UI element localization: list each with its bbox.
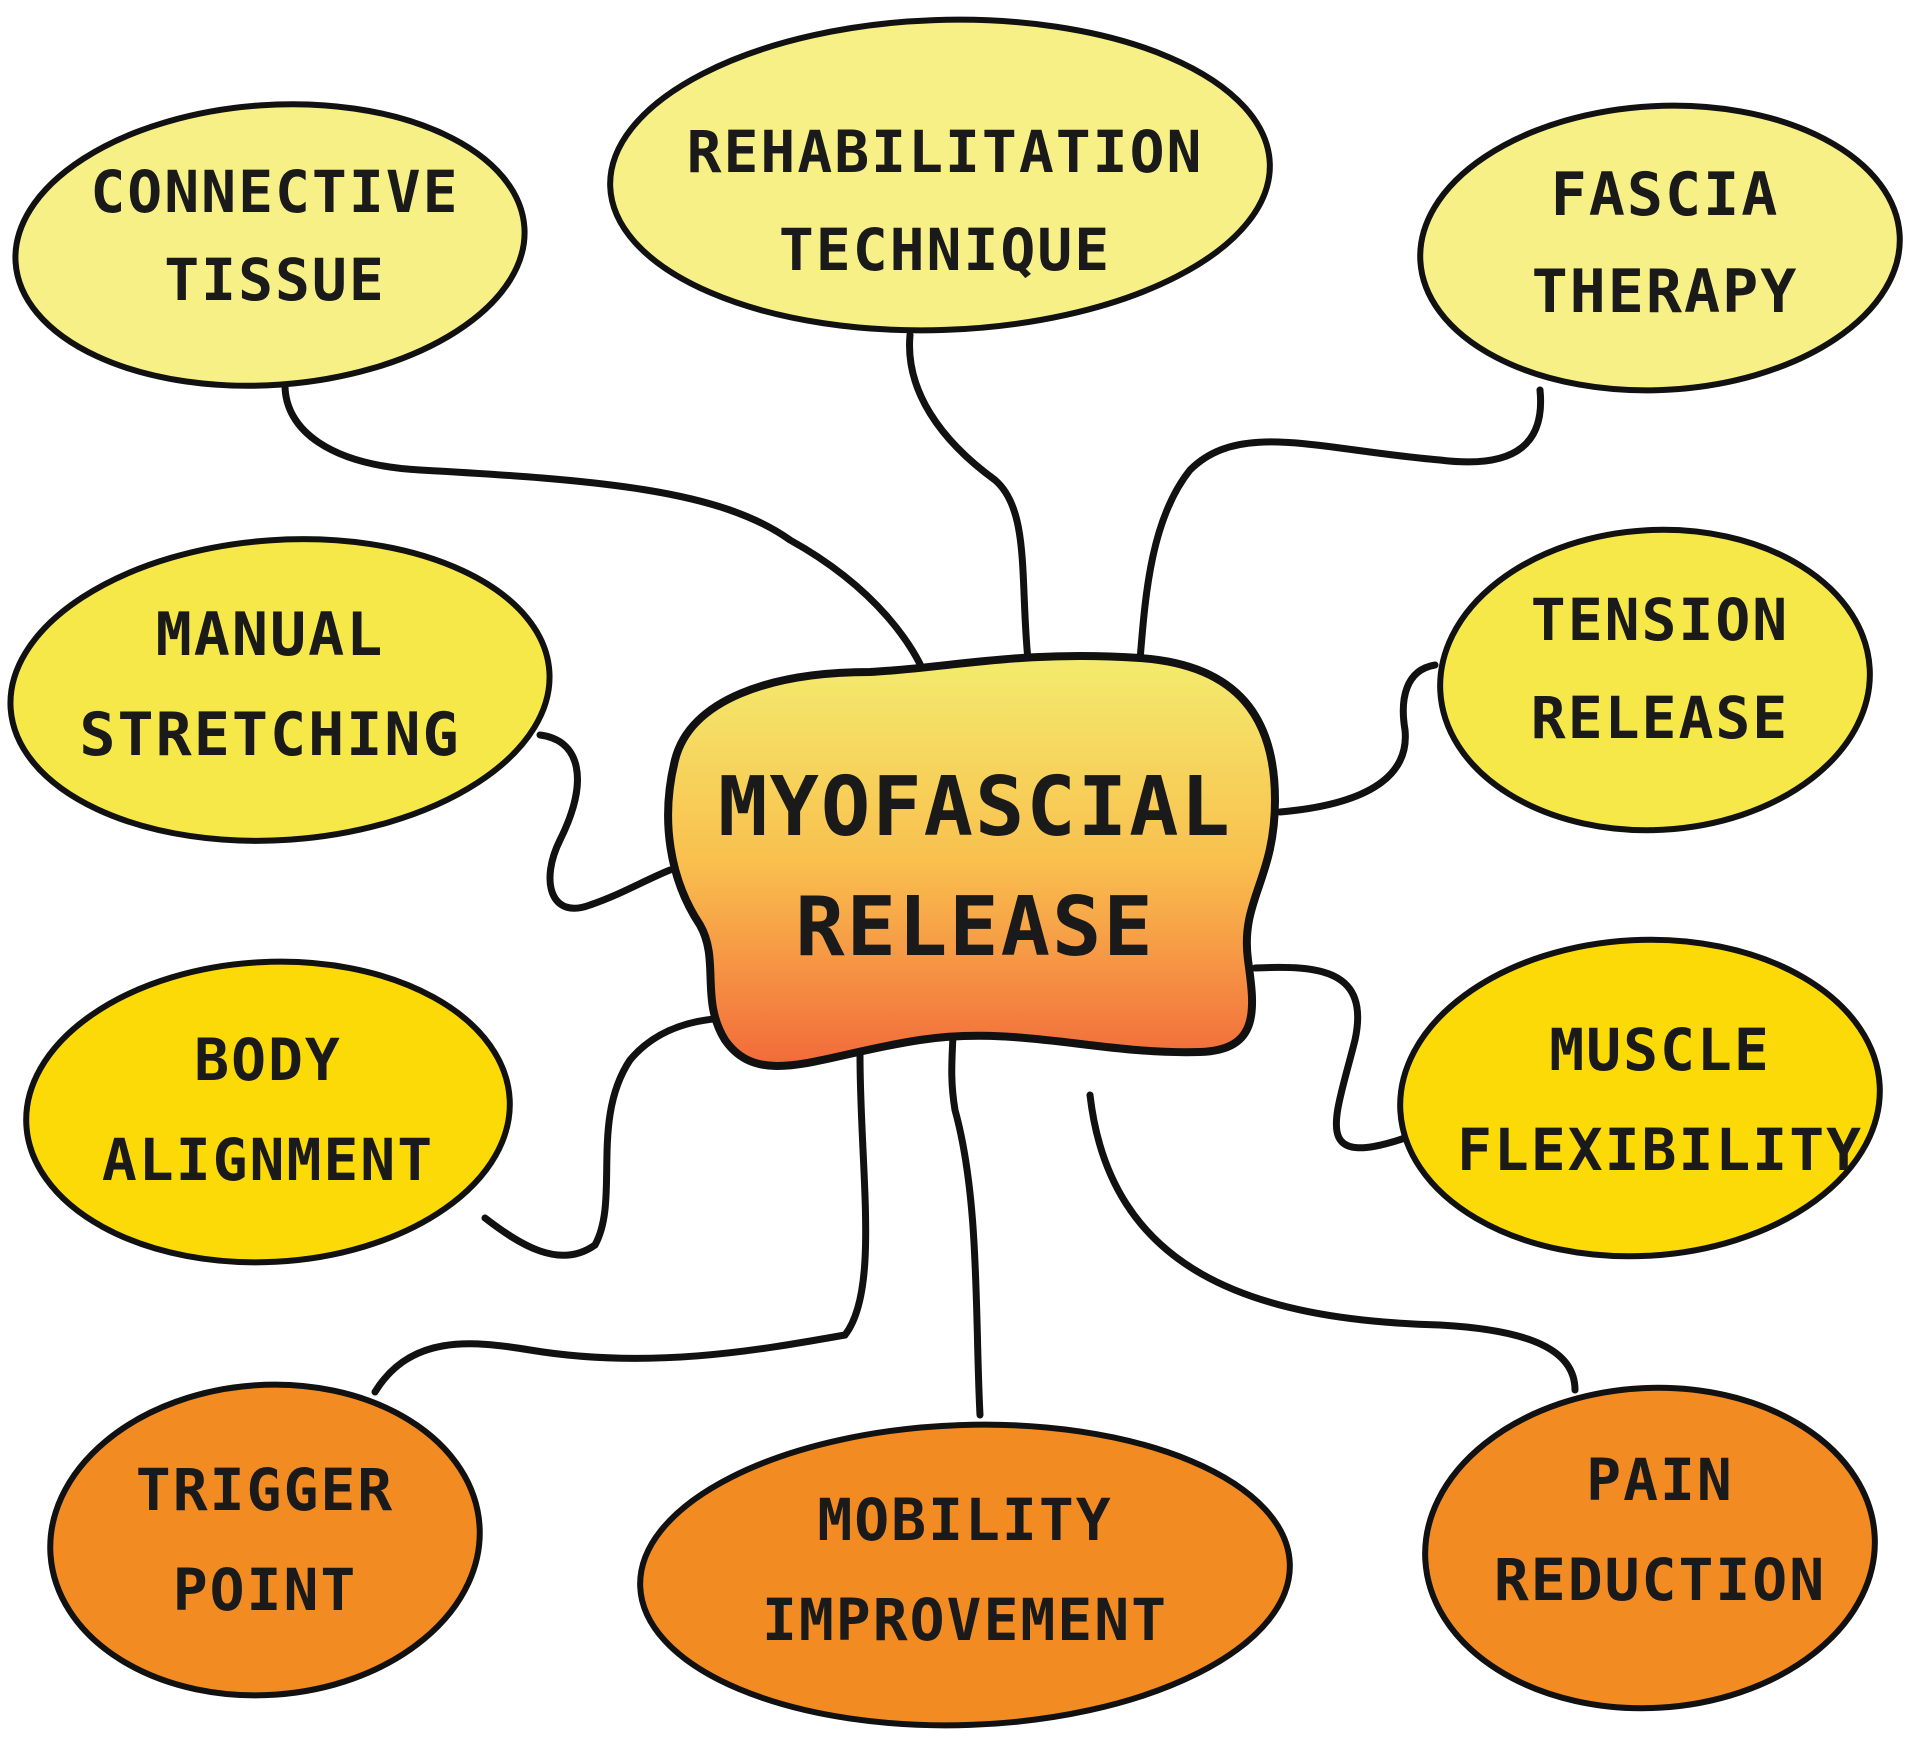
node-body-alignment: BODY ALIGNMENT — [23, 958, 513, 1266]
bubble-fascia-therapy — [1417, 102, 1903, 394]
mobility-improvement-line-1: MOBILITY — [817, 1486, 1112, 1554]
node-trigger-point: TRIGGER POINT — [47, 1381, 483, 1699]
bubble-tension-release — [1437, 526, 1873, 834]
node-pain-reduction: PAIN REDUCTION — [1422, 1384, 1878, 1712]
connector-muscle-flexibility — [1251, 963, 1409, 1152]
fascia-therapy-line-1: FASCIA — [1551, 160, 1780, 230]
connector-mobility-improvement — [948, 1031, 984, 1419]
central-bubble — [664, 651, 1280, 1070]
connective-tissue-line-2: TISSUE — [164, 246, 386, 314]
bubble-trigger-point — [47, 1381, 483, 1699]
node-tension-release: TENSION RELEASE — [1437, 526, 1873, 834]
connector-body-alignment — [481, 1014, 729, 1259]
connective-tissue-line-1: CONNECTIVE — [90, 158, 459, 226]
bubble-pain-reduction — [1422, 1384, 1878, 1712]
connector-pain-reduction — [1086, 1091, 1579, 1394]
body-alignment-line-1: BODY — [194, 1026, 342, 1094]
muscle-flexibility-line-1: MUSCLE — [1549, 1016, 1771, 1084]
bubble-body-alignment — [23, 958, 513, 1266]
node-rehabilitation-technique: REHABILITATION TECHNIQUE — [607, 16, 1273, 334]
node-muscle-flexibility: MUSCLE FLEXIBILITY — [1397, 936, 1883, 1260]
body-alignment-line-2: ALIGNMENT — [102, 1126, 434, 1194]
bubble-mobility-improvement — [637, 1421, 1293, 1729]
tension-release-line-2: RELEASE — [1531, 684, 1789, 752]
node-manual-stretching: MANUAL STRETCHING — [7, 536, 553, 844]
node-mobility-improvement: MOBILITY IMPROVEMENT — [637, 1421, 1293, 1729]
rehabilitation-technique-line-2: TECHNIQUE — [779, 216, 1111, 284]
bubble-muscle-flexibility — [1397, 936, 1883, 1260]
rehabilitation-technique-line-1: REHABILITATION — [687, 118, 1204, 186]
connector-rehabilitation-technique — [906, 331, 1032, 664]
connector-manual-stretching — [536, 731, 674, 912]
central-node: MYOFASCIAL RELEASE — [664, 651, 1280, 1070]
pain-reduction-line-1: PAIN — [1586, 1446, 1734, 1514]
node-connective-tissue: CONNECTIVE TISSUE — [12, 101, 528, 389]
muscle-flexibility-line-2: FLEXIBILITY — [1457, 1116, 1863, 1184]
connector-fascia-therapy — [1136, 386, 1545, 664]
fascia-therapy-line-2: THERAPY — [1532, 257, 1799, 327]
bubble-connective-tissue — [12, 101, 528, 389]
mobility-improvement-line-2: IMPROVEMENT — [762, 1586, 1168, 1654]
tension-release-line-1: TENSION — [1531, 586, 1789, 654]
trigger-point-line-2: POINT — [173, 1556, 358, 1624]
pain-reduction-line-2: REDUCTION — [1494, 1546, 1826, 1614]
manual-stretching-line-1: MANUAL — [156, 600, 385, 670]
connector-trigger-point — [371, 1051, 870, 1396]
manual-stretching-line-2: STRETCHING — [79, 700, 460, 770]
node-fascia-therapy: FASCIA THERAPY — [1417, 102, 1903, 394]
trigger-point-line-1: TRIGGER — [136, 1456, 394, 1524]
central-title-line-1: MYOFASCIAL — [718, 760, 1232, 855]
central-title-line-2: RELEASE — [795, 880, 1155, 975]
bubble-rehabilitation-technique — [607, 16, 1273, 334]
connector-lines — [281, 331, 1579, 1419]
connector-tension-release — [1276, 661, 1439, 816]
bubble-manual-stretching — [7, 536, 553, 844]
connector-connective-tissue — [281, 381, 929, 679]
